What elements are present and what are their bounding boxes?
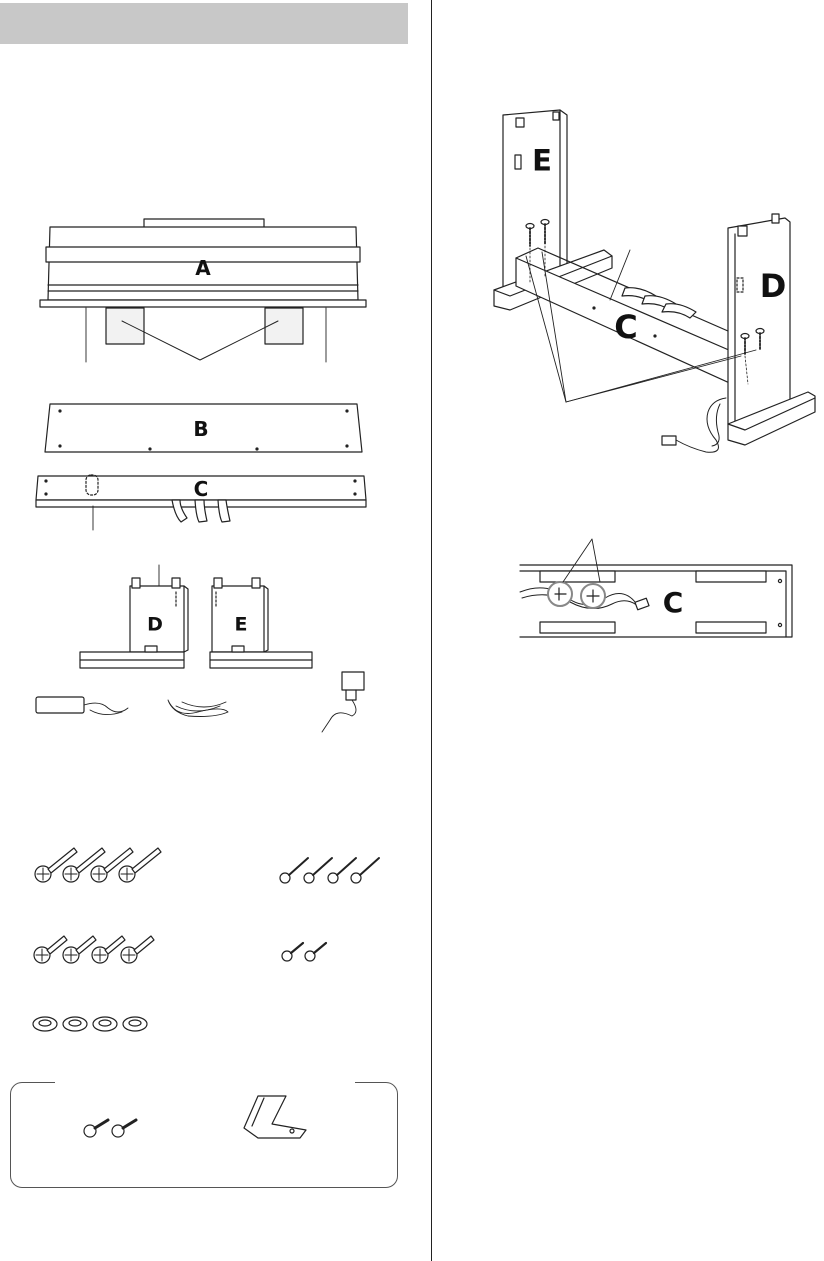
cable-detail-illustration — [520, 539, 792, 637]
medium-screws-illustration — [34, 936, 154, 963]
hanger-set-box — [10, 1082, 398, 1188]
part-label-a: A — [195, 258, 210, 278]
part-label-c: C — [194, 479, 209, 499]
assembly-label-c: C — [614, 311, 637, 343]
accessories-row-illustration — [36, 672, 364, 732]
piano-main-unit-illustration — [40, 219, 366, 362]
part-label-b: B — [193, 419, 208, 439]
thin-screws-illustration — [280, 858, 379, 883]
assembly-label-d: D — [760, 270, 787, 302]
detail-label-c: C — [663, 589, 684, 617]
hanger-set-box-gap — [55, 1078, 355, 1086]
part-label-d: D — [147, 616, 163, 635]
side-panels-illustration — [80, 565, 312, 668]
long-screws-illustration — [35, 848, 161, 882]
part-label-e: E — [235, 616, 248, 635]
short-screws-illustration — [282, 943, 326, 961]
assembly-label-e: E — [532, 147, 552, 176]
washers-illustration — [33, 1017, 147, 1031]
